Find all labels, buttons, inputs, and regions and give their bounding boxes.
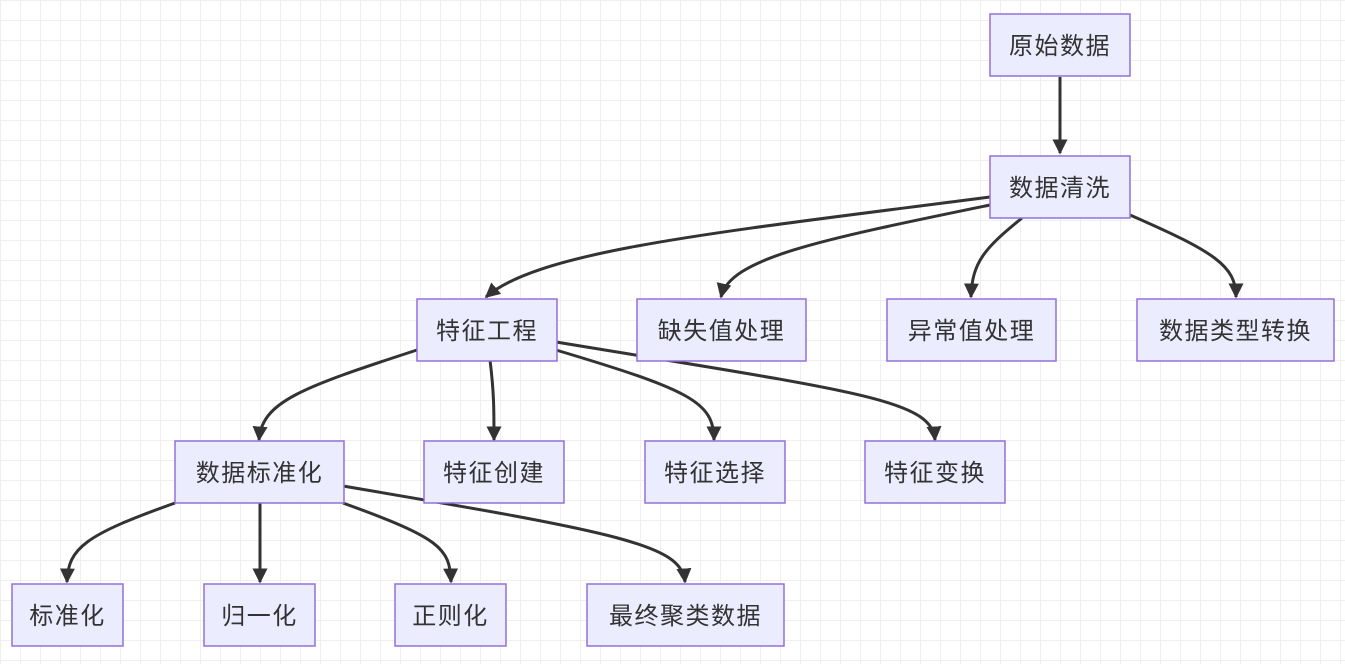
node-final-clustering-data: 最终聚类数据 <box>586 583 785 647</box>
node-standardization-label: 标准化 <box>29 602 106 630</box>
node-raw-data: 原始数据 <box>989 13 1131 77</box>
node-data-cleaning: 数据清洗 <box>989 155 1131 219</box>
edge-clean-to-feat <box>484 195 991 299</box>
edge-scale-to-std <box>59 501 176 584</box>
node-standardization: 标准化 <box>11 583 124 647</box>
edge-clean-to-outlier <box>963 216 1023 299</box>
node-feature-creation-label: 特征创建 <box>443 459 545 487</box>
edge-scale-to-reg <box>342 501 459 584</box>
edge-feat-to-create <box>486 359 502 442</box>
node-feature-transform: 特征变换 <box>864 440 1006 504</box>
node-missing-value-label: 缺失值处理 <box>658 317 786 345</box>
node-dtype-conversion-label: 数据类型转换 <box>1159 317 1312 345</box>
node-dtype-conversion: 数据类型转换 <box>1136 298 1335 362</box>
node-feature-creation: 特征创建 <box>423 440 565 504</box>
edge-clean-to-missing <box>716 203 991 299</box>
node-feature-selection-label: 特征选择 <box>664 459 766 487</box>
edge-feat-to-scale <box>252 348 418 442</box>
node-feature-selection: 特征选择 <box>644 440 786 504</box>
node-feature-transform-label: 特征变换 <box>884 459 986 487</box>
node-raw-data-label: 原始数据 <box>1009 32 1111 60</box>
node-regularization-label: 正则化 <box>412 602 489 630</box>
node-data-cleaning-label: 数据清洗 <box>1009 174 1111 202</box>
node-feature-engineering: 特征工程 <box>416 298 558 362</box>
node-outlier-label: 异常值处理 <box>908 317 1036 345</box>
node-data-scaling: 数据标准化 <box>174 440 345 504</box>
node-normalization: 归一化 <box>203 583 316 647</box>
nodes: 原始数据 数据清洗 特征工程 缺失值处理 异常值处理 数据类型转换 数据标准化 <box>11 13 1335 647</box>
node-missing-value: 缺失值处理 <box>636 298 807 362</box>
edge-clean-to-dtype <box>1129 213 1244 299</box>
node-data-scaling-label: 数据标准化 <box>196 459 324 487</box>
node-regularization: 正则化 <box>394 583 507 647</box>
edges <box>59 77 1244 584</box>
node-final-clustering-data-label: 最终聚类数据 <box>609 602 762 630</box>
node-feature-engineering-label: 特征工程 <box>436 317 538 345</box>
node-normalization-label: 归一化 <box>221 602 298 630</box>
edge-feat-to-select <box>555 348 722 442</box>
node-outlier: 异常值处理 <box>886 298 1057 362</box>
